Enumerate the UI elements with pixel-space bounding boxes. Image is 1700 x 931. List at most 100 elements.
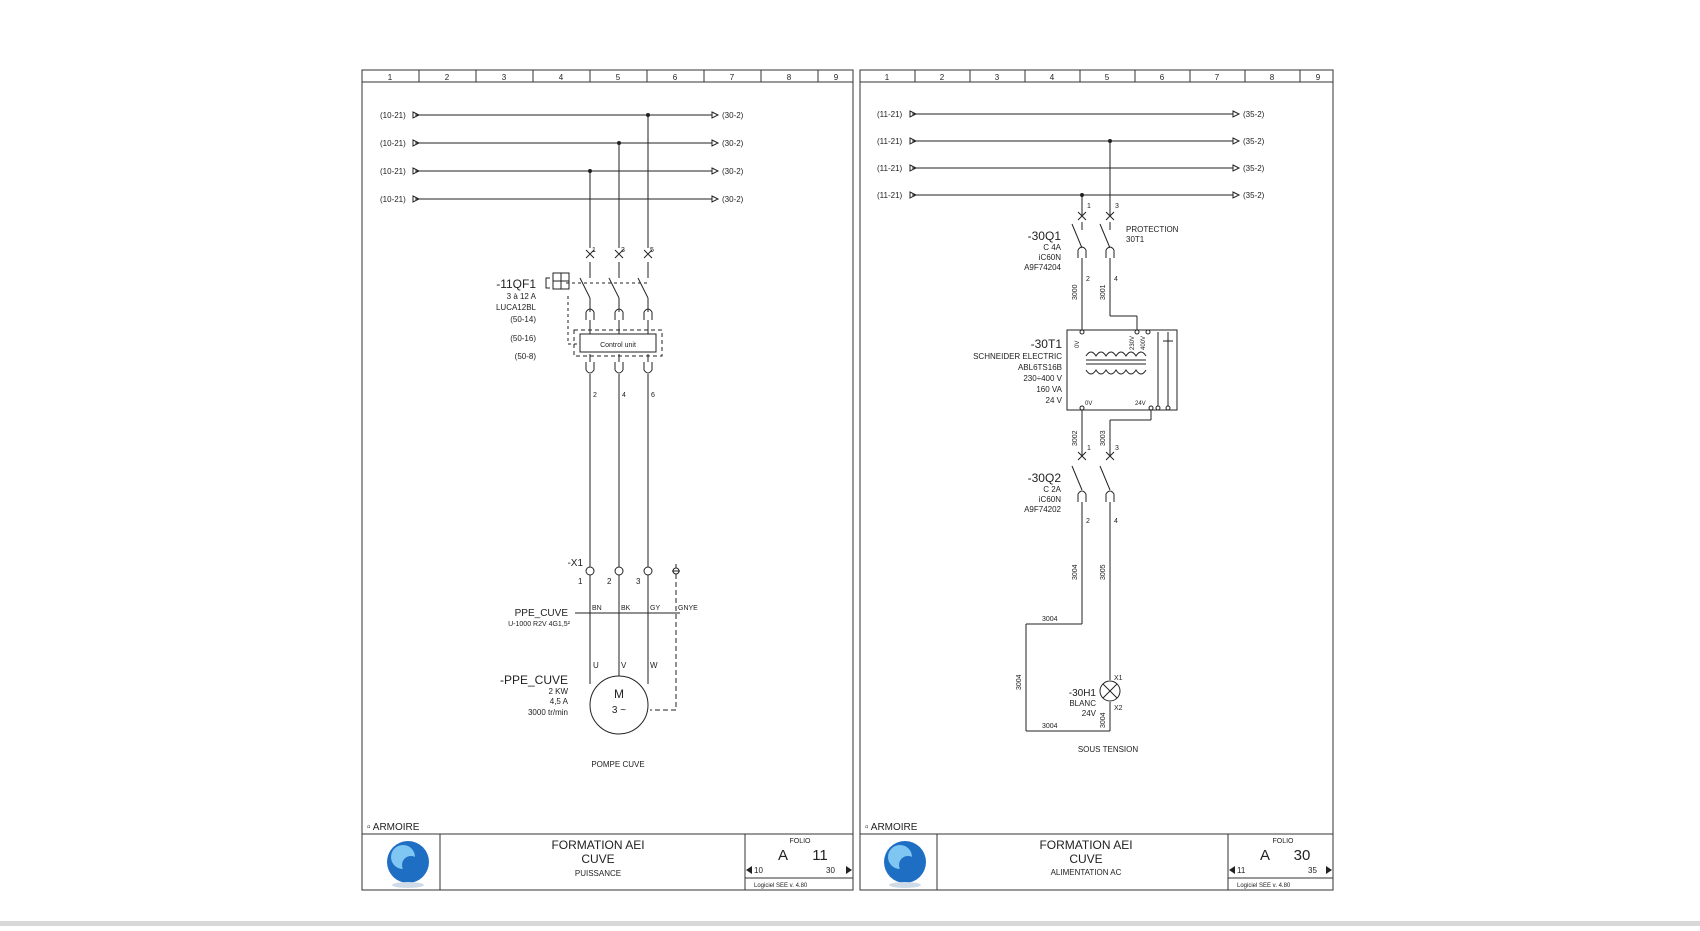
cross-ref-out[interactable]: (35-2): [1243, 191, 1265, 200]
sheet-letter: A: [778, 847, 788, 864]
wire-number: 3004: [1100, 712, 1107, 728]
folio-label: FOLIO: [1272, 838, 1294, 845]
function-label: POMPE CUVE: [591, 760, 644, 769]
breaker-spec: C 4A: [1043, 243, 1061, 252]
pin-number: 5: [650, 247, 654, 254]
cable-core: BN: [592, 605, 602, 612]
wire-number: 3004: [1016, 674, 1023, 690]
pin-number: 4: [1114, 276, 1118, 283]
cross-ref-out[interactable]: (30-2): [722, 139, 744, 148]
breaker-tag[interactable]: -30Q1: [1028, 229, 1062, 243]
power-bus: [909, 110, 1241, 199]
svg-text:35: 35: [1308, 866, 1317, 875]
cross-ref-in[interactable]: (11-21): [877, 137, 903, 146]
motor-phase: U: [593, 661, 599, 670]
software-version: Logiciel SEE v. 4.80: [1237, 883, 1291, 889]
breaker-tag[interactable]: -30Q2: [1028, 471, 1062, 485]
breaker-spec: 3 à 12 A: [507, 292, 537, 301]
column-number: 6: [673, 73, 678, 82]
schematic-sheet-11: 1 2 3 4 5 6 7 8 9 (10-21) (10-21) (10-21…: [361, 69, 854, 891]
breaker-tag[interactable]: -11QF1: [496, 277, 536, 291]
transformer-tap: 0V: [1085, 401, 1092, 407]
transformer-spec: 160 VA: [1036, 385, 1062, 394]
breaker-cross-ref[interactable]: (50-16): [510, 334, 536, 343]
lamp-pin: X2: [1114, 705, 1123, 712]
column-number: 3: [502, 73, 507, 82]
wire-number: 3000: [1072, 284, 1079, 300]
prev-folio-button[interactable]: 10: [746, 866, 763, 875]
column-number: 2: [940, 73, 945, 82]
lamp-pin: X1: [1114, 675, 1123, 682]
cross-ref-in[interactable]: (11-21): [877, 164, 903, 173]
prev-folio-button[interactable]: 11: [1229, 866, 1246, 875]
transformer-spec: 24 V: [1046, 396, 1063, 405]
terminal-pin: 1: [578, 577, 583, 586]
breaker-spec: iC60N: [1039, 253, 1061, 262]
pin-number: 3: [621, 247, 625, 254]
pin-number: 6: [651, 392, 655, 399]
cable-tag[interactable]: PPE_CUVE: [515, 608, 569, 619]
transformer-spec: ABL6TS16B: [1018, 363, 1062, 372]
folio-number: 11: [812, 847, 828, 864]
motor-phase: W: [650, 661, 658, 670]
transformer-tag[interactable]: -30T1: [1031, 337, 1063, 351]
cross-ref-in[interactable]: (11-21): [877, 191, 903, 200]
breaker-note[interactable]: 30T1: [1126, 235, 1145, 244]
column-number: 5: [1105, 73, 1110, 82]
cross-ref-in[interactable]: (11-21): [877, 110, 903, 119]
motor-symbol-label: M: [614, 687, 624, 701]
cross-ref-in[interactable]: (10-21): [380, 167, 406, 176]
cross-ref-in[interactable]: (10-21): [380, 111, 406, 120]
pin-number: 1: [1087, 203, 1091, 210]
pin-number: 2: [1086, 518, 1090, 525]
cross-ref-out[interactable]: (30-2): [722, 195, 744, 204]
cross-ref-out[interactable]: (35-2): [1243, 164, 1265, 173]
column-number: 2: [445, 73, 450, 82]
breaker-cross-ref[interactable]: (50-8): [515, 352, 537, 361]
motor-symbol[interactable]: [589, 675, 649, 735]
motor-spec: 2 KW: [548, 687, 568, 696]
motor-tag[interactable]: -PPE_CUVE: [500, 673, 568, 687]
column-number: 8: [787, 73, 792, 82]
transformer-spec: 230÷400 V: [1023, 374, 1062, 383]
svg-text:30: 30: [826, 866, 835, 875]
next-folio-button[interactable]: 30: [826, 866, 852, 875]
folio-number: 30: [1294, 847, 1311, 864]
lamp-spec: BLANC: [1069, 699, 1096, 708]
column-number: 1: [885, 73, 890, 82]
lamp-symbol[interactable]: [1099, 680, 1121, 702]
breaker-cross-ref[interactable]: (50-14): [510, 315, 536, 324]
wire-number: 3002: [1072, 430, 1079, 446]
motor-symbol-label: 3 ~: [612, 705, 626, 716]
cross-ref-out[interactable]: (35-2): [1243, 110, 1265, 119]
cross-ref-in[interactable]: (10-21): [380, 139, 406, 148]
title-block: [362, 833, 853, 890]
breaker-note: PROTECTION: [1126, 225, 1179, 234]
cross-ref-out[interactable]: (30-2): [722, 111, 744, 120]
location-label: ▫ ARMOIRE: [865, 822, 918, 833]
control-wiring: [1025, 139, 1178, 732]
breaker-spec: LUCA12BL: [496, 303, 537, 312]
pin-number: 2: [593, 392, 597, 399]
breaker-spec: A9F74202: [1024, 505, 1061, 514]
terminal-tag[interactable]: -X1: [567, 558, 583, 569]
cross-ref-in[interactable]: (10-21): [380, 195, 406, 204]
transformer-tap: 230V: [1130, 336, 1136, 350]
transformer-tap: 400V: [1141, 336, 1147, 350]
wire-number: 3004: [1072, 564, 1079, 580]
cable-core: GY: [650, 605, 660, 612]
lamp-tag[interactable]: -30H1: [1069, 688, 1097, 699]
next-folio-button[interactable]: 35: [1308, 866, 1332, 875]
location-label: ▫ ARMOIRE: [367, 822, 420, 833]
title-block-title: FORMATION AEI: [1039, 838, 1132, 852]
title-block: [860, 833, 1333, 890]
cross-ref-out[interactable]: (30-2): [722, 167, 744, 176]
column-number: 8: [1270, 73, 1275, 82]
logo-icon: [884, 841, 926, 888]
cross-ref-out[interactable]: (35-2): [1243, 137, 1265, 146]
wire-number: 3003: [1100, 430, 1107, 446]
phase-wires: [545, 113, 663, 567]
column-number: 5: [616, 73, 621, 82]
breaker-spec: iC60N: [1039, 495, 1061, 504]
pin-number: 3: [1115, 445, 1119, 452]
